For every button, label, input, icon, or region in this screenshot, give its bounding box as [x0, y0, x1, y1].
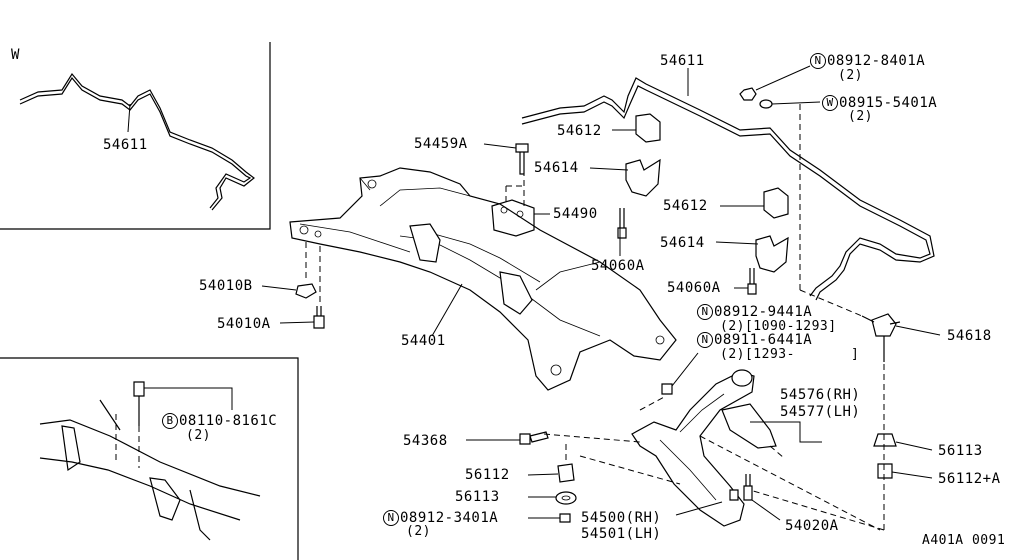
qty-08912-9441A: (2)[1090-1293] — [720, 319, 837, 334]
inset-crossmember — [39, 399, 261, 541]
label-54401: 54401 — [401, 333, 446, 349]
label-54611-inset: 54611 — [103, 137, 148, 153]
label-56112: 56112 — [465, 467, 510, 483]
n-mark-icon: N — [383, 510, 399, 526]
w-mark-icon: W — [822, 95, 838, 111]
label-56113-right: 56113 — [938, 443, 983, 459]
label-54618: 54618 — [947, 328, 992, 344]
label-54020A: 54020A — [785, 518, 839, 534]
label-54010A: 54010A — [217, 316, 271, 332]
label-56112A: 56112+A — [938, 471, 1001, 487]
label-54611: 54611 — [660, 53, 705, 69]
label-54010B: 54010B — [199, 278, 253, 294]
qty-08911-6441A: (2)[1293-] — [720, 347, 860, 362]
lower-control-arm — [631, 371, 755, 527]
n-mark-icon: N — [697, 304, 713, 320]
view-letter: W — [11, 47, 20, 63]
label-54612-lower: 54612 — [663, 198, 708, 214]
label-54459A: 54459A — [414, 136, 468, 152]
n-mark-icon: N — [697, 332, 713, 348]
label-54576: 54576(RH) — [780, 387, 861, 403]
label-54060A-right: 54060A — [667, 280, 721, 296]
inset-stabilizer-bar — [19, 72, 255, 211]
inset-frame-bottom — [0, 357, 299, 560]
qty-08110-8161C: (2) — [186, 428, 211, 443]
label-54368: 54368 — [403, 433, 448, 449]
label-54060A-left: 54060A — [591, 258, 645, 274]
label-54614-upper: 54614 — [534, 160, 579, 176]
label-54614-lower: 54614 — [660, 235, 705, 251]
label-54501: 54501(LH) — [581, 526, 662, 542]
diagram-reference: A401A 0091 — [922, 533, 1006, 548]
label-54490: 54490 — [553, 206, 598, 222]
n-mark-icon: N — [810, 53, 826, 69]
b-mark-icon: B — [162, 413, 178, 429]
inset-frame-top — [0, 42, 271, 230]
qty-08912-3401A: (2) — [406, 524, 431, 539]
label-54577: 54577(LH) — [780, 404, 861, 420]
stabilizer-bar — [521, 77, 935, 301]
label-54612-upper: 54612 — [557, 123, 602, 139]
label-54500: 54500(RH) — [581, 510, 662, 526]
qty-08912-8401A: (2) — [838, 68, 863, 83]
label-56113-left: 56113 — [455, 489, 500, 505]
qty-08915-5401A: (2) — [848, 109, 873, 124]
crossmember — [289, 167, 677, 391]
